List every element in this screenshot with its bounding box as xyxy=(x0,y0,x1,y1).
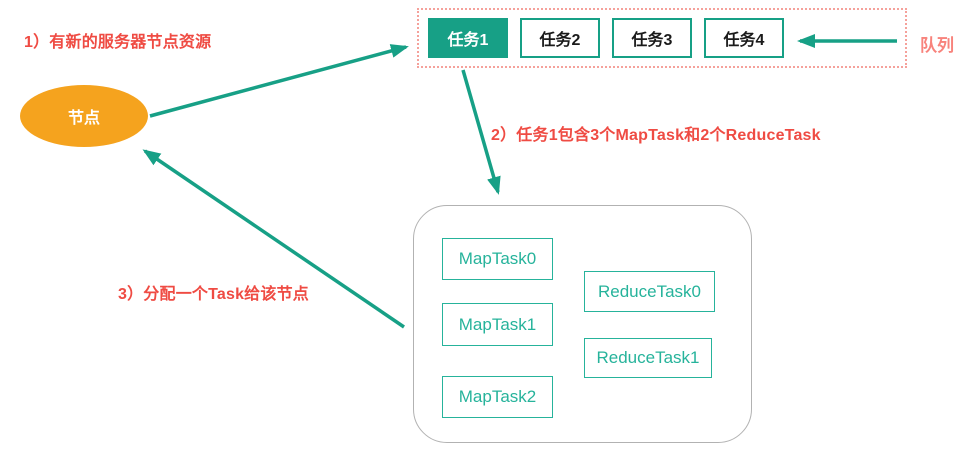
map-task-0-label: MapTask0 xyxy=(458,249,537,268)
queue-task-3: 任务3 xyxy=(612,18,692,58)
queue-task-4: 任务4 xyxy=(704,18,784,58)
map-task-2-box: MapTask2 xyxy=(442,376,553,418)
reduce-task-0-label: ReduceTask0 xyxy=(597,281,701,301)
map-task-1-box: MapTask1 xyxy=(442,303,553,346)
queue-task-3-label: 任务3 xyxy=(631,32,673,49)
map-task-0-box: MapTask0 xyxy=(442,238,553,280)
reduce-task-1-box: ReduceTask1 xyxy=(584,338,712,378)
arrow-node-to-queue-icon xyxy=(149,44,409,118)
queue-task-4-label: 任务4 xyxy=(723,32,765,49)
queue-task-1: 任务1 xyxy=(428,18,508,58)
annotation-step1: 1）有新的服务器节点资源 xyxy=(24,34,212,51)
map-task-1-label: MapTask1 xyxy=(458,314,537,334)
queue-task-1-label: 任务1 xyxy=(447,32,489,49)
queue-task-2-label: 任务2 xyxy=(539,32,581,49)
task-queue: 任务1 任务2 任务3 任务4 xyxy=(417,8,907,68)
reduce-task-1-label: ReduceTask1 xyxy=(596,348,700,367)
annotation-step3: 3）分配一个Task给该节点 xyxy=(118,286,309,303)
annotation-step2: 2）任务1包含3个MapTask和2个ReduceTask xyxy=(491,127,821,144)
queue-task-2: 任务2 xyxy=(520,18,600,58)
node-label: 节点 xyxy=(67,110,100,127)
map-task-2-label: MapTask2 xyxy=(458,387,537,406)
queue-label: 队列 xyxy=(920,36,954,55)
reduce-task-0-box: ReduceTask0 xyxy=(584,271,715,312)
node-ellipse: 节点 xyxy=(20,85,148,147)
